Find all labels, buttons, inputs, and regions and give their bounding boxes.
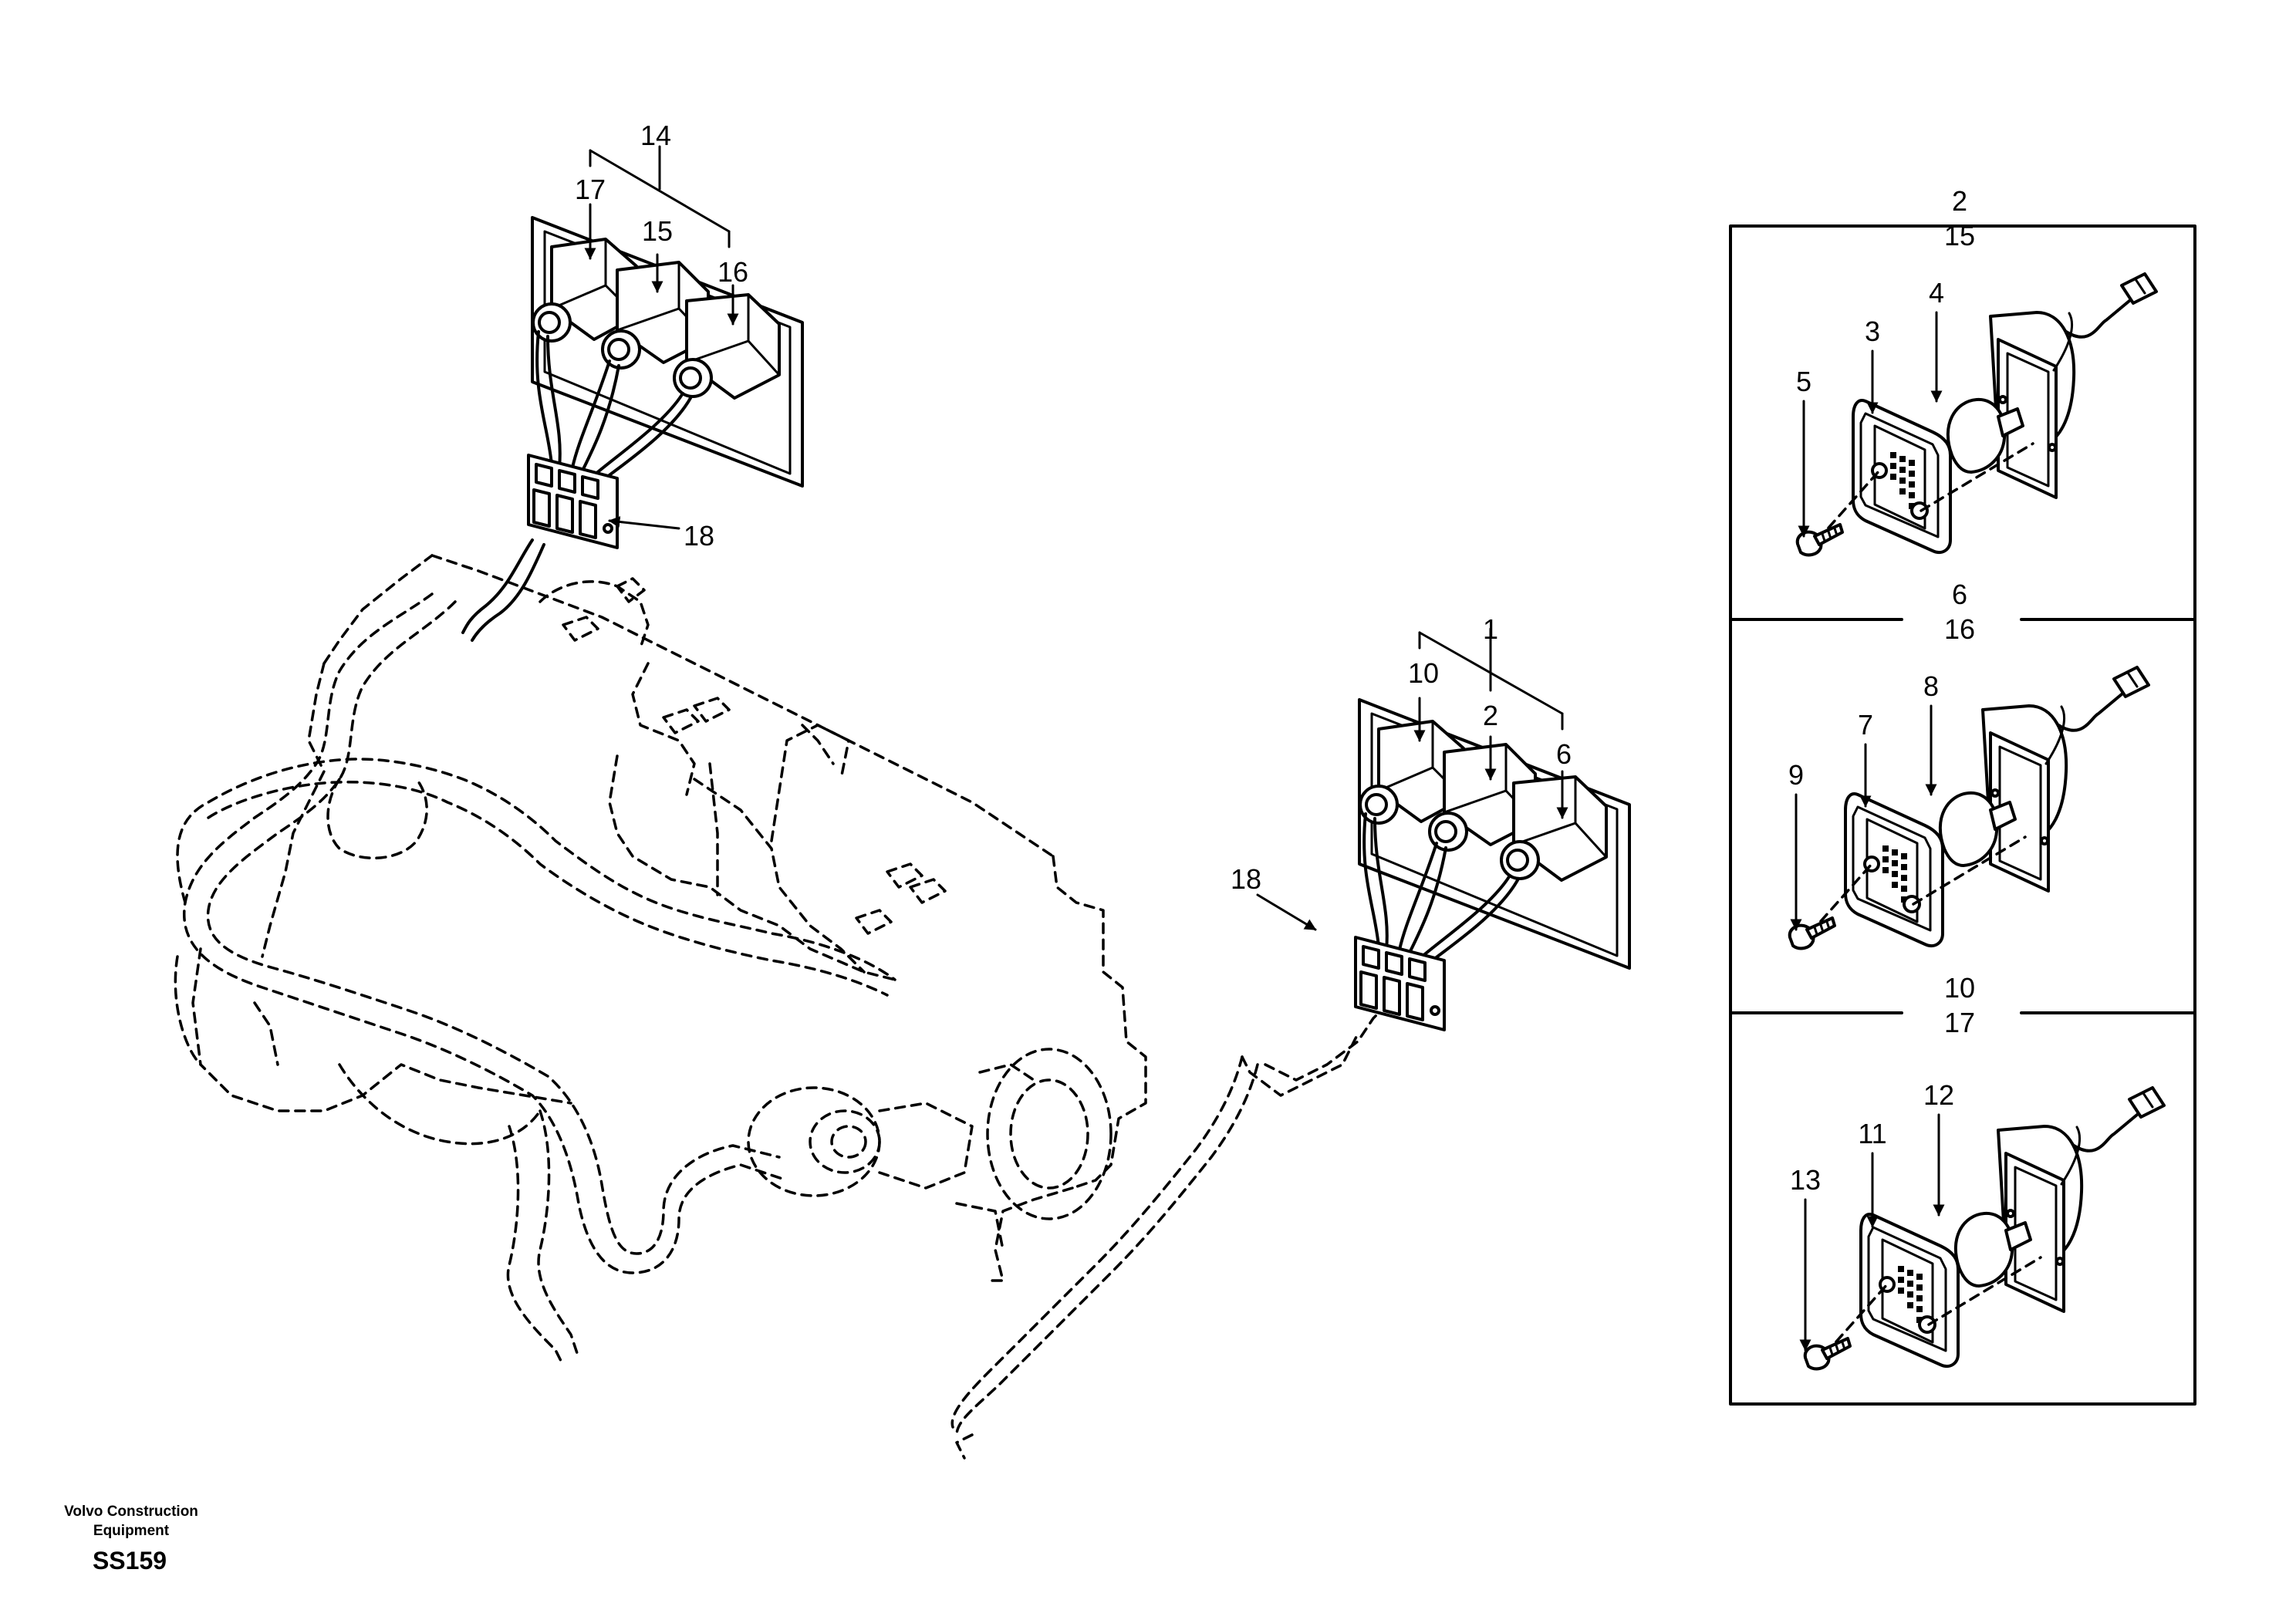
panel1-header-bottom: 15: [1944, 220, 1975, 251]
label-10: 10: [1408, 657, 1439, 689]
panel1-label-3: 3: [1865, 316, 1880, 347]
panel1-label-4: 4: [1929, 277, 1944, 309]
panel2-lamp: [1788, 666, 2150, 950]
panel1-header-top: 2: [1952, 185, 1967, 217]
callout-lines: [584, 145, 1568, 931]
panel3-label-13: 13: [1790, 1164, 1821, 1196]
panel3-header-bottom: 17: [1944, 1007, 1975, 1038]
panel3-label-12: 12: [1923, 1079, 1954, 1111]
label-17: 17: [575, 174, 606, 205]
panel2-label-8: 8: [1923, 670, 1939, 702]
panel2-header-bottom: 16: [1944, 613, 1975, 645]
panel1-label-5: 5: [1796, 366, 1811, 397]
label-14: 14: [640, 120, 671, 151]
label-2: 2: [1483, 700, 1498, 731]
engine-harness-phantom: [174, 554, 1390, 1460]
panel3-label-11: 11: [1858, 1118, 1886, 1149]
label-16: 16: [718, 256, 748, 288]
label-6: 6: [1556, 738, 1572, 770]
label-1: 1: [1483, 613, 1498, 645]
panel2-label-9: 9: [1788, 759, 1804, 791]
lamp-cluster-1: [1354, 698, 1631, 1031]
main-labels: 14 17 15 16 18 1 10 2 6 18: [575, 120, 1572, 895]
label-18-lower: 18: [1231, 863, 1261, 895]
panel1-lamp: [1795, 272, 2158, 557]
inset-panels: 2 15 3 4 5 6 16 7 8 9 10 17 11 12 13: [1729, 185, 2196, 1406]
harness-wire-upper: [461, 538, 534, 634]
brand-line-1: Volvo Construction: [64, 1504, 198, 1520]
figure-code: SS159: [93, 1547, 167, 1574]
harness-wire-upper-2: [471, 543, 545, 642]
panel3-header-top: 10: [1944, 972, 1975, 1004]
panel2-header-top: 6: [1952, 579, 1967, 610]
lamp-cluster-14: [527, 216, 804, 549]
label-15: 15: [642, 215, 673, 247]
footer: Volvo Construction Equipment SS159: [64, 1504, 198, 1574]
brand-line-2: Equipment: [93, 1523, 170, 1539]
label-18-upper: 18: [684, 520, 714, 552]
panel2-label-7: 7: [1858, 709, 1873, 741]
